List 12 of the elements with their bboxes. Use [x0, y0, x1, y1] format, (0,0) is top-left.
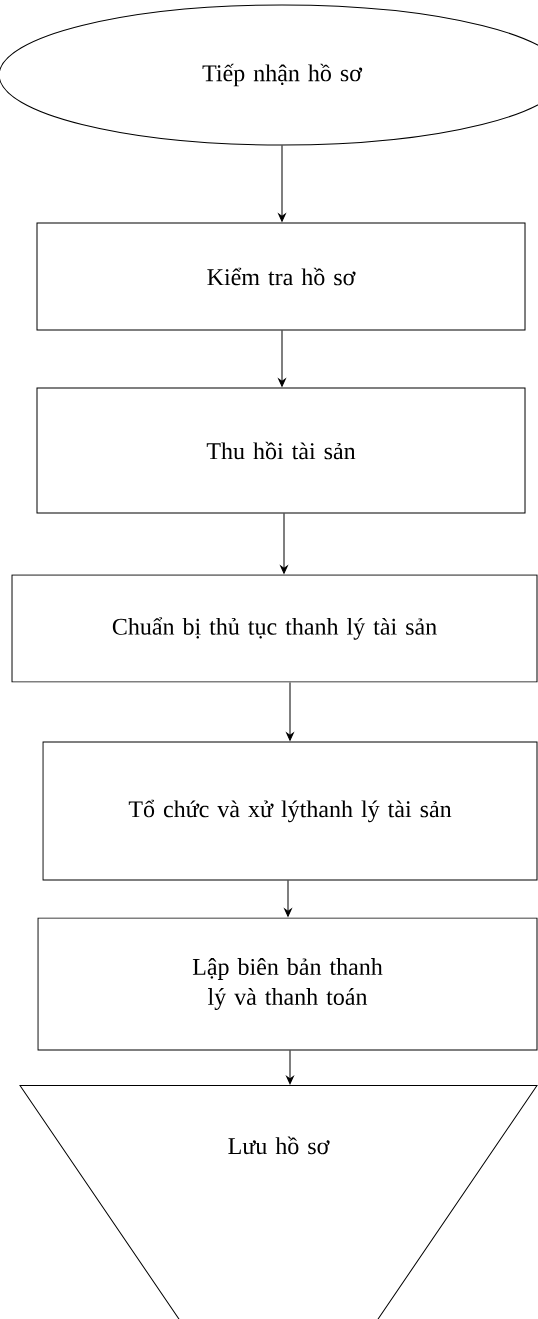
end-triangle: Lưu hồ sơ [19, 1085, 538, 1319]
arrow [278, 330, 286, 387]
process-box: Kiểm tra hồ sơ [36, 222, 526, 331]
process-box: Tổ chức và xử lýthanh lý tài sản [42, 741, 538, 881]
arrow [286, 682, 294, 741]
arrow [286, 1050, 294, 1085]
arrow [284, 880, 292, 917]
process-box: Thu hồi tài sản [36, 387, 526, 514]
arrow [278, 145, 286, 222]
process-box: Lập biên bản thanh lý và thanh toán [37, 917, 538, 1051]
process-box: Chuẩn bị thủ tục thanh lý tài sản [11, 574, 538, 683]
arrow [280, 513, 288, 574]
